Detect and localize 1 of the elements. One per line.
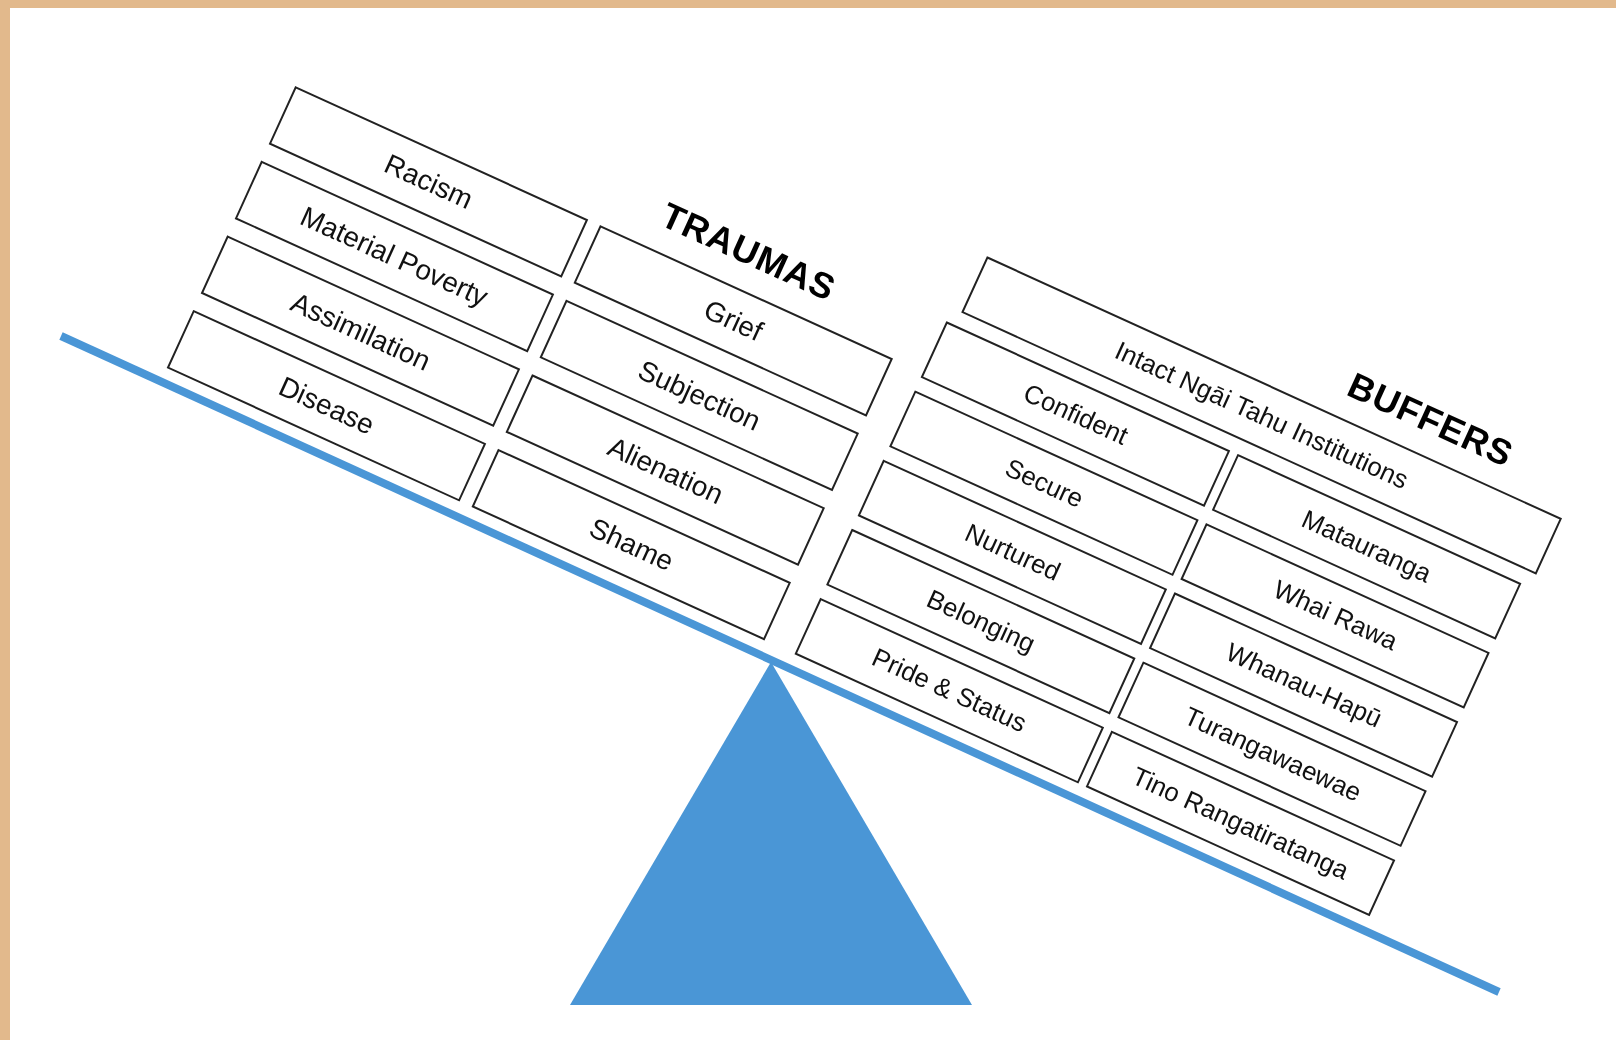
- trait-label: Grief: [699, 295, 767, 347]
